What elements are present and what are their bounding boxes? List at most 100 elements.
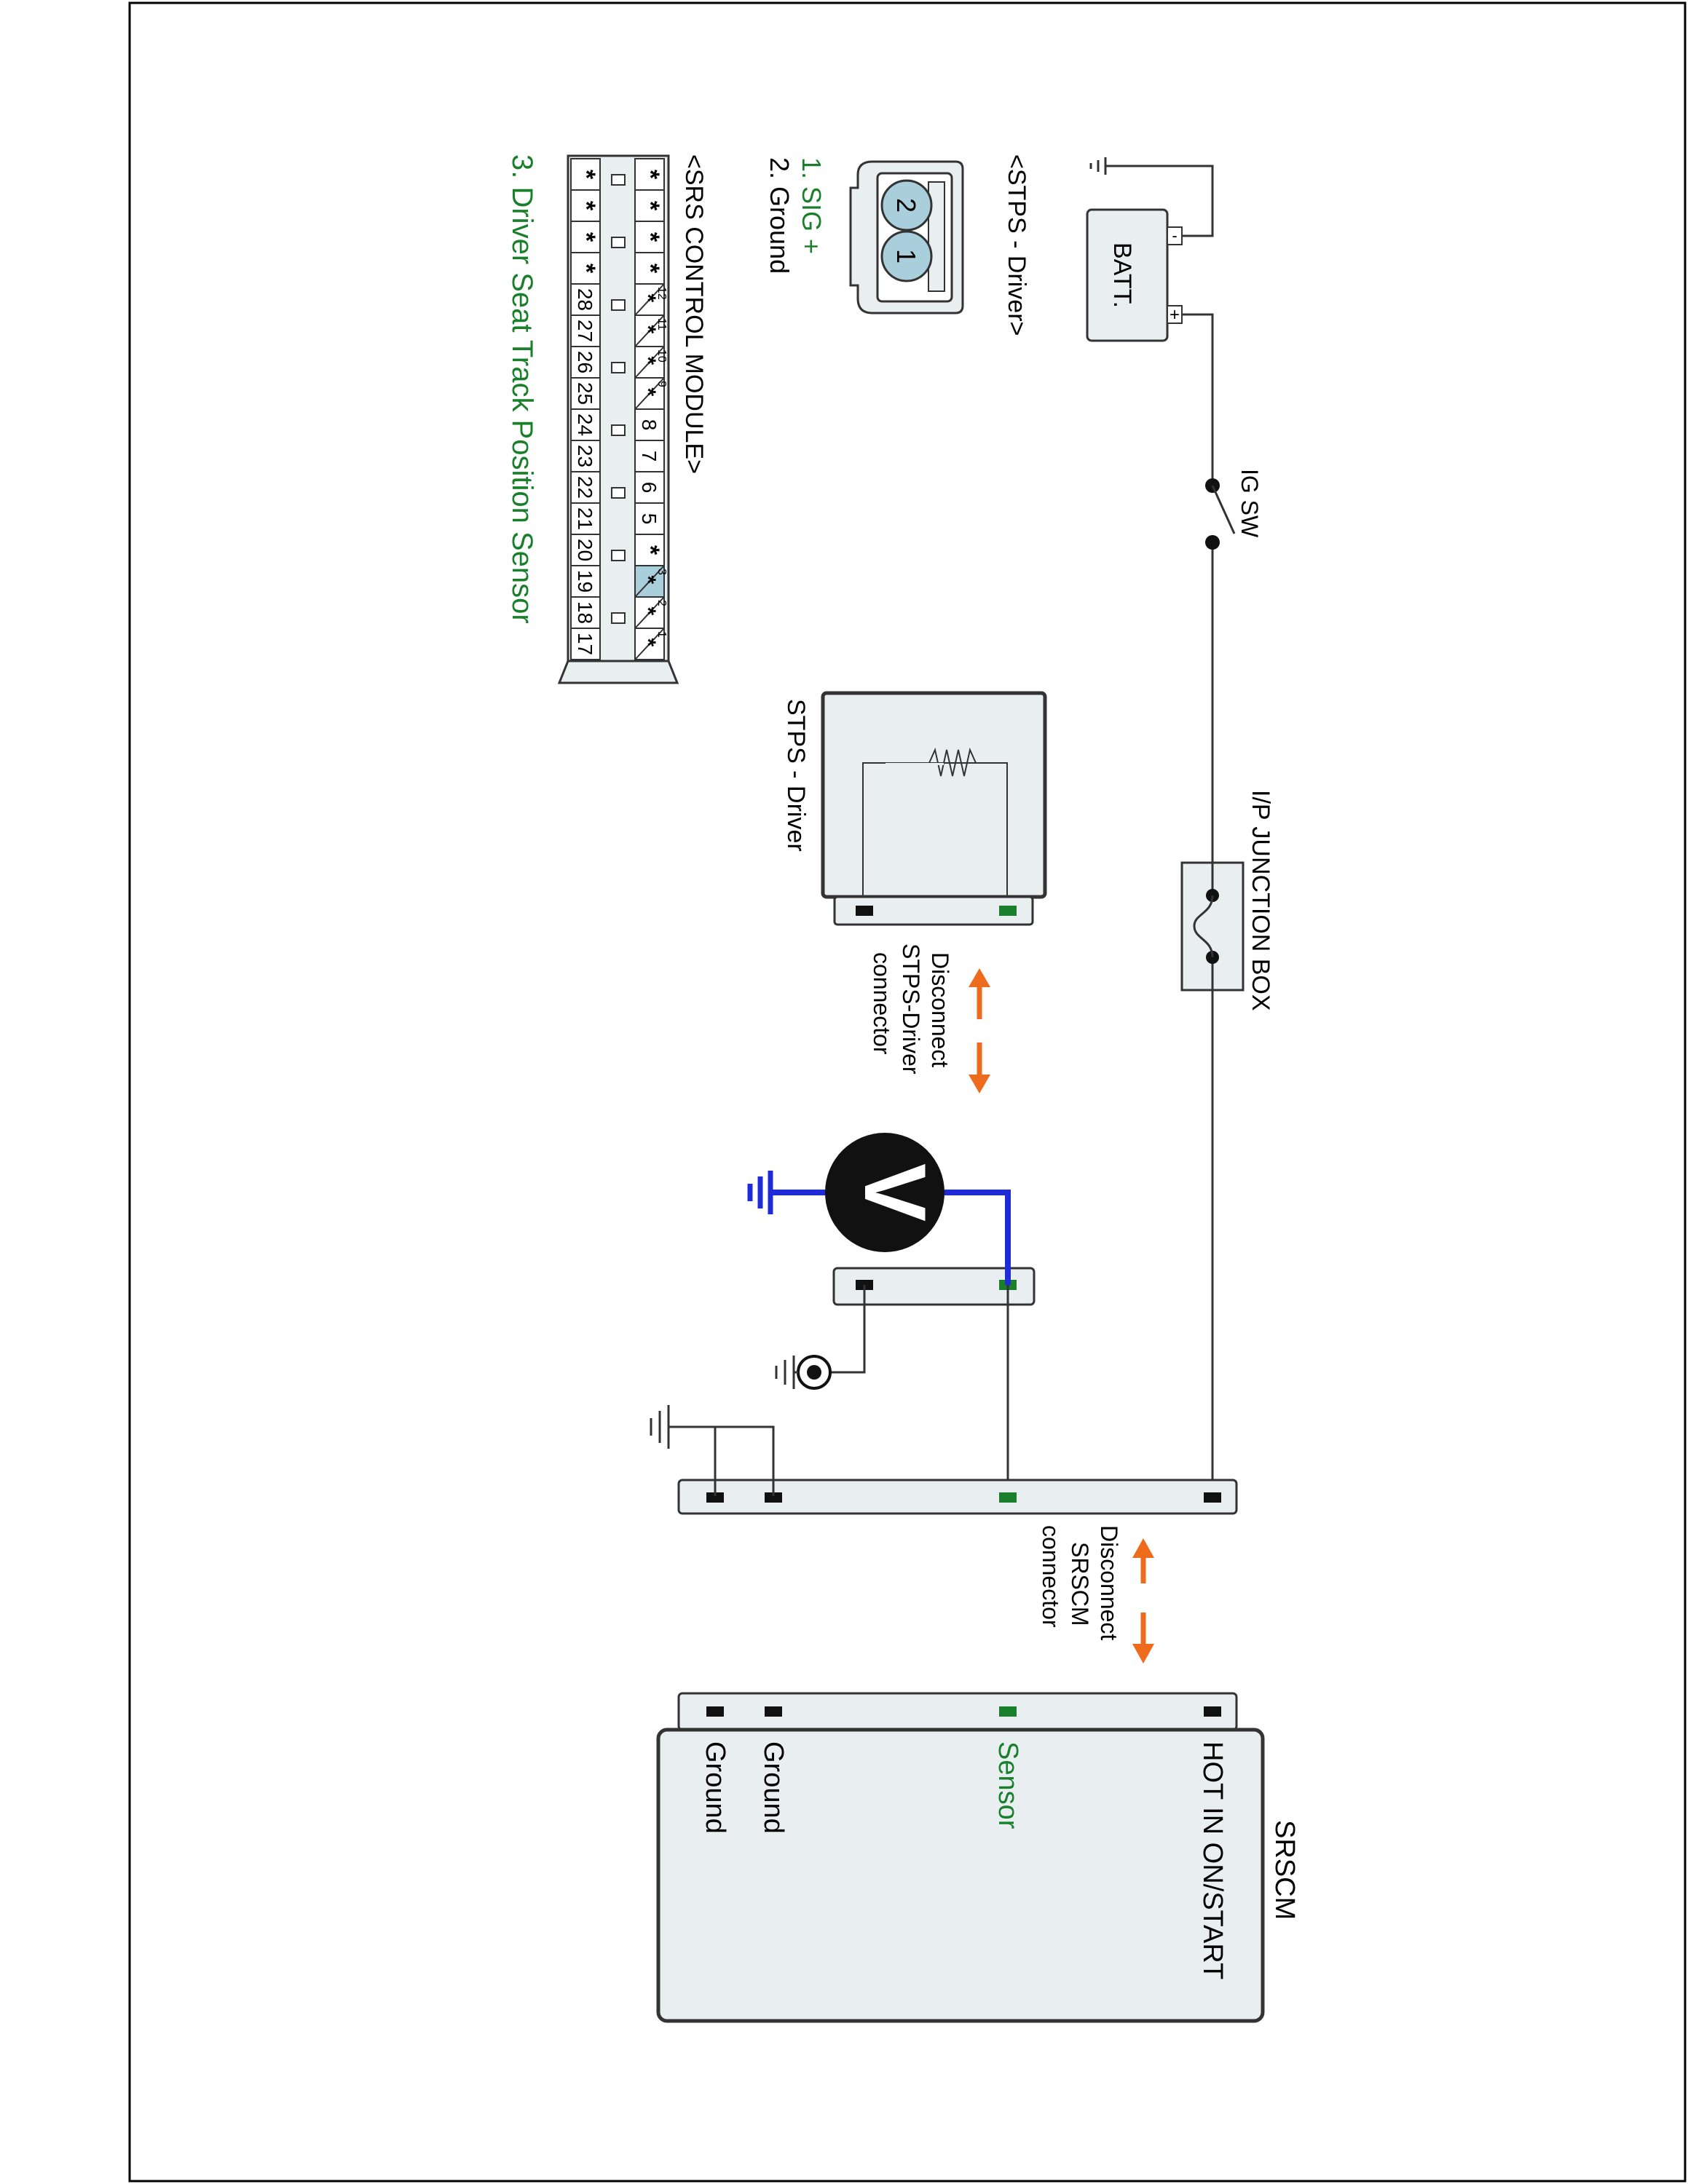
battery-negative-sign: - [1172, 226, 1177, 245]
srs-pin-star: * [636, 294, 660, 303]
srs-pin-cell [634, 408, 665, 441]
srs-pin-cell [570, 158, 601, 191]
srs-pin-label: 23 [574, 445, 596, 467]
srs-pin-divider [634, 565, 665, 598]
srs-pin-label: * [636, 232, 664, 242]
srs-pin-label: * [572, 201, 600, 211]
srs-pin-divider [634, 346, 665, 379]
junction-box-text: I/P JUNCTION BOX [1247, 790, 1274, 1011]
srs-pin-label: 27 [574, 320, 596, 342]
srs-pin-cell [634, 534, 665, 566]
srs-pin-divider [634, 377, 665, 410]
srs-pin-number: 2 [655, 600, 668, 606]
diagram-drawing: - + BATT. IG SW I/P JUNCTION BOX [128, 1, 1687, 2183]
stps-connector-view: <STPS - Driver> 2 1 1. SIG + 2. Ground [765, 154, 1030, 336]
disconnect-srscm-text-1: Disconnect [1096, 1525, 1122, 1640]
srs-connector-title: <SRS CONTROL MODULE> [680, 154, 708, 474]
voltmeter-text: V [846, 1163, 944, 1222]
srs-pin-star: * [636, 388, 660, 397]
srs-pin-label: 7 [638, 451, 660, 462]
srs-pin-label: * [572, 232, 600, 242]
srs-pin-label: 25 [574, 382, 596, 405]
srs-pin-cell [570, 628, 601, 660]
hot-wire [1182, 313, 1214, 1496]
stps-connector-title: <STPS - Driver> [1003, 154, 1030, 336]
srs-pin-star: * [636, 638, 660, 647]
srs-pin-label: * [636, 201, 664, 211]
srs-slot-marker [611, 424, 626, 436]
srs-pin-label: * [636, 170, 664, 180]
srs-pin-divider [634, 628, 665, 660]
ignition-switch-text: IG SW [1237, 469, 1263, 538]
srs-middle-slots [611, 174, 626, 624]
battery-positive-sign: + [1170, 305, 1180, 325]
srs-pin-divider [634, 596, 665, 629]
srs-pin-cell [570, 534, 601, 566]
srs-pin-label: 5 [638, 513, 660, 525]
srs-slot-marker [611, 237, 626, 248]
disconnect-stps-text-2: STPS-Driver [898, 943, 924, 1075]
srscm-module: SRSCM HOT IN ON/START Sensor Ground Grou… [656, 1692, 1300, 2023]
srs-pin-cell [570, 565, 601, 598]
diagram-caption: 3. Driver Seat Track Position Sensor [506, 154, 538, 624]
srs-pin-label: 19 [574, 570, 596, 593]
long-connector-group [650, 1405, 1238, 1515]
stps-component: STPS - Driver [782, 691, 1047, 926]
srs-slot-marker [611, 487, 626, 499]
srs-pin-number: 11 [655, 318, 668, 331]
srs-pin-star: * [636, 357, 660, 365]
junction-box-group: I/P JUNCTION BOX [1180, 790, 1274, 1011]
srs-pin-number: 12 [655, 287, 668, 300]
srs-pin-label: * [636, 264, 664, 274]
stps-component-text: STPS - Driver [782, 699, 810, 852]
srs-pin-cell [634, 158, 665, 191]
battery-block: - + BATT. [1086, 157, 1214, 342]
srs-pin-label: 26 [574, 351, 596, 373]
srs-connector-view: <SRS CONTROL MODULE> ****12*11*10*9*8765… [557, 154, 708, 684]
mid-connector-group [775, 1267, 1036, 1496]
disconnect-stps-text-3: connector [869, 952, 895, 1055]
srs-pin-cell [634, 252, 665, 285]
srs-pin-label: 17 [574, 633, 596, 655]
srs-pin-cell [634, 471, 665, 504]
srs-slot-marker [611, 612, 626, 624]
srs-pin-label: 6 [638, 482, 660, 494]
stps-pin-1: 1 [891, 249, 921, 264]
srs-pin-label: * [572, 264, 600, 274]
srs-pin-label: * [636, 545, 664, 555]
srs-pin-cell [634, 221, 665, 253]
srs-pin-label: 24 [574, 414, 596, 436]
voltmeter-group: V [747, 1133, 1011, 1285]
disconnect-srscm-text-3: connector [1038, 1525, 1064, 1628]
srscm-pin-ground-1: Ground [758, 1741, 789, 1834]
srs-pin-star: * [636, 607, 660, 616]
srs-pin-label: 8 [638, 419, 660, 431]
srs-pin-divider [634, 314, 665, 347]
srs-pin-number: 9 [655, 381, 668, 387]
srs-pin-label: 21 [574, 507, 596, 530]
srs-pin-label: 20 [574, 539, 596, 561]
srscm-pin-sensor: Sensor [993, 1741, 1023, 1829]
srs-pin-cell [634, 189, 665, 222]
srs-pin-label: 28 [574, 288, 596, 311]
srs-slot-marker [611, 362, 626, 373]
srs-pin-star: * [636, 576, 660, 585]
srs-slot-marker [611, 550, 626, 561]
ignition-switch-group: IG SW [1205, 469, 1263, 550]
srs-pin-cell [570, 283, 601, 316]
srscm-pin-ground-2: Ground [700, 1741, 730, 1834]
stps-pin-2: 2 [891, 198, 921, 213]
srs-pin-number: 10 [655, 349, 668, 363]
srs-pin-cell [570, 314, 601, 347]
disconnect-srscm-group: Disconnect SRSCM connector [1038, 1525, 1154, 1663]
disconnect-stps-text-1: Disconnect [927, 952, 953, 1067]
disconnect-srscm-text-2: SRSCM [1067, 1542, 1093, 1626]
stps-legend-2: 2. Ground [765, 157, 794, 274]
srs-pin-cell [634, 502, 665, 535]
battery-text: BATT. [1108, 242, 1136, 308]
disconnect-stps-group: Disconnect STPS-Driver connector [869, 943, 990, 1093]
srs-pin-number: 1 [655, 631, 668, 638]
